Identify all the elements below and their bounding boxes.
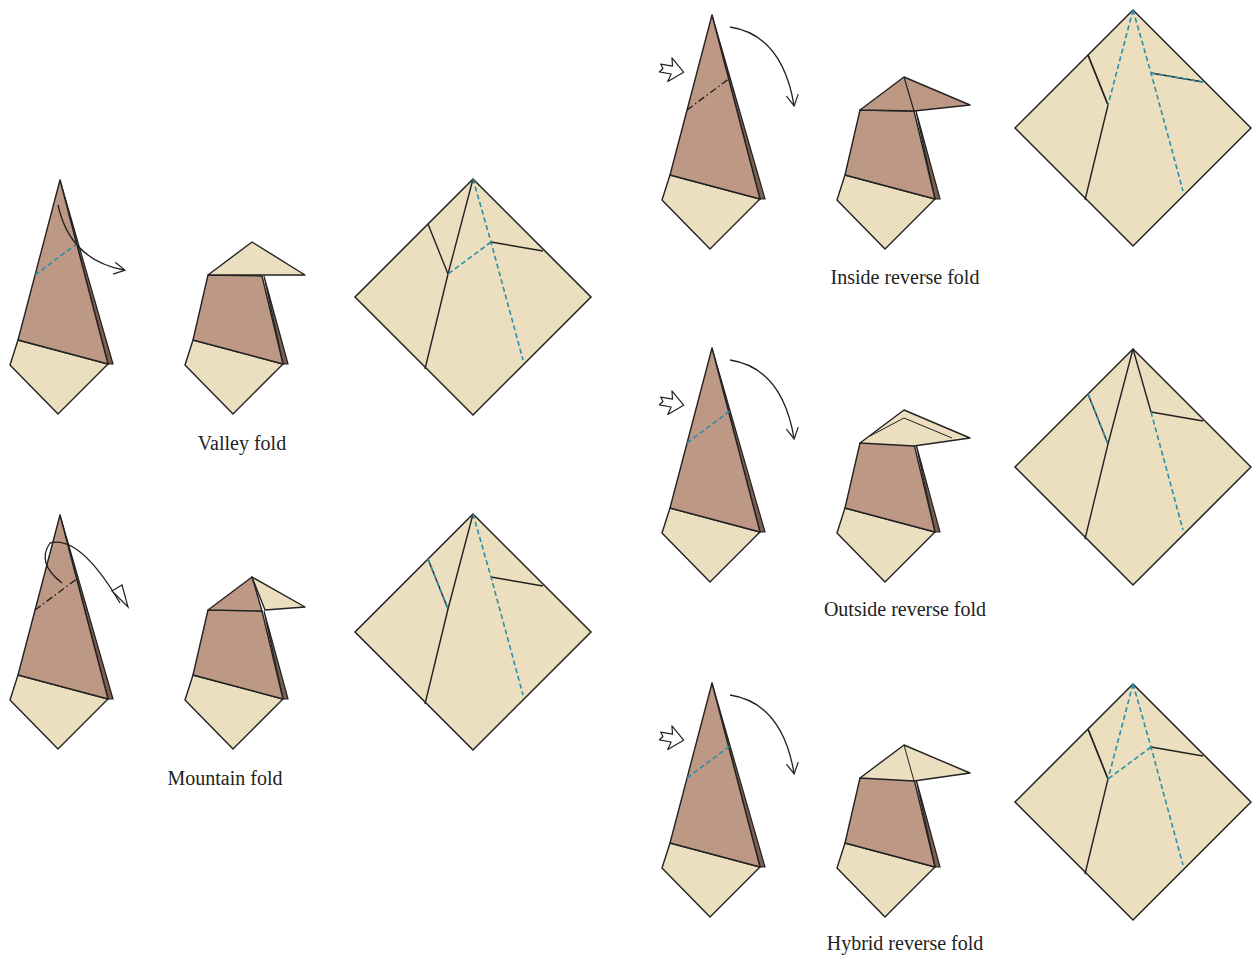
fold-caption: Mountain fold bbox=[168, 767, 283, 790]
fold-caption: Inside reverse fold bbox=[831, 266, 980, 289]
fold-caption: Outside reverse fold bbox=[824, 598, 986, 621]
fold-caption: Valley fold bbox=[198, 432, 286, 455]
fold-caption: Hybrid reverse fold bbox=[827, 932, 984, 955]
